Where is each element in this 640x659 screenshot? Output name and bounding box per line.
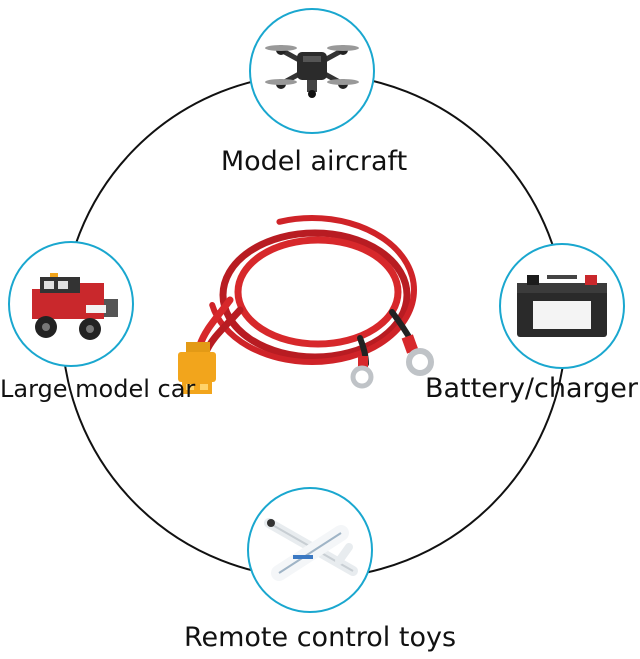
car-battery-icon <box>517 275 607 337</box>
label-remote-control-toys: Remote control toys <box>183 622 457 653</box>
ring-terminal-right <box>401 334 434 376</box>
rc-plane-icon <box>264 518 358 581</box>
label-large-model-car: Large model car <box>0 375 196 403</box>
toy-truck-icon <box>32 273 118 340</box>
ring-terminal-left <box>350 356 374 389</box>
xt60-connector <box>178 342 216 394</box>
node-remote-control-toys <box>247 487 373 613</box>
red-cable-loop <box>196 215 417 367</box>
drone-icon <box>265 45 359 98</box>
label-model-aircraft: Model aircraft <box>220 146 408 177</box>
label-battery-charger: Battery/charger <box>424 373 638 404</box>
node-model-aircraft <box>249 8 375 134</box>
node-large-model-car <box>8 241 134 367</box>
node-battery-charger <box>499 243 625 369</box>
